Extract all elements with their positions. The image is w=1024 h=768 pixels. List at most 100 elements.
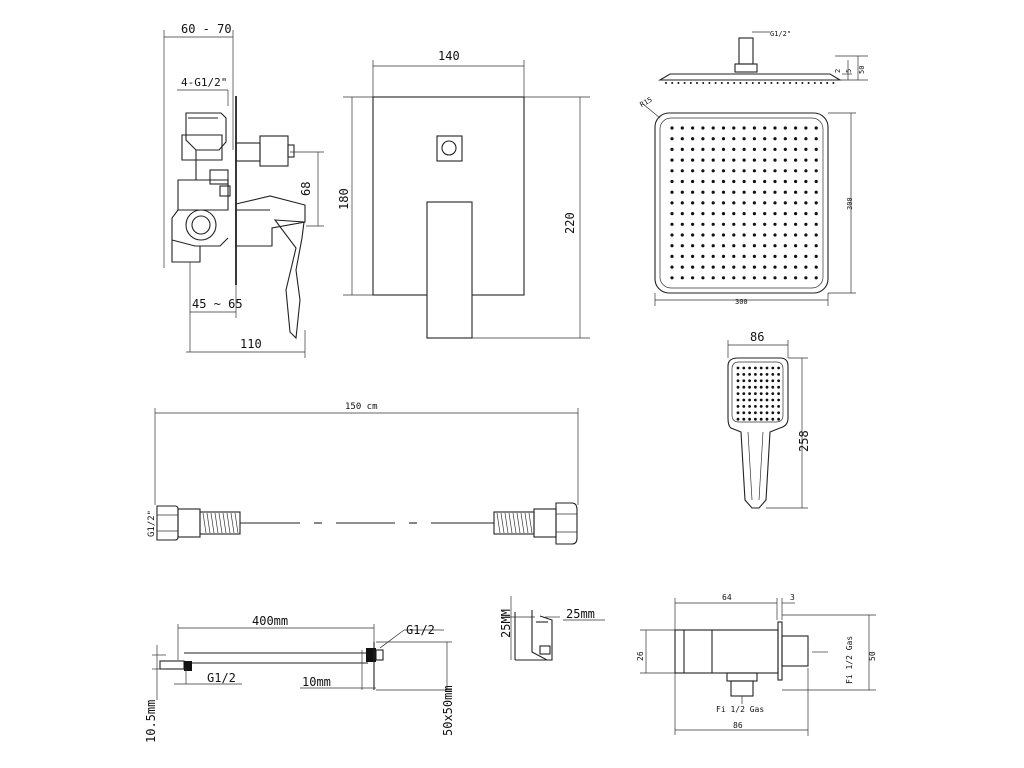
nozzle-dot: [691, 126, 695, 130]
nozzle-dot: [670, 179, 674, 184]
nozzle-dot: [742, 233, 746, 237]
nozzle-dot: [691, 158, 695, 162]
nozzle-dot: [711, 137, 715, 141]
nozzle-dot: [670, 254, 674, 258]
nozzle-dot: [752, 126, 757, 130]
nozzle-dot: [680, 212, 684, 216]
nozzle-dot: [763, 169, 767, 173]
elbow-gap-label: 3: [790, 593, 795, 602]
nozzle-dot: [754, 392, 757, 395]
nozzle-dot: [677, 82, 680, 84]
nozzle-dot: [701, 158, 705, 162]
nozzle-dot: [671, 82, 674, 84]
arm-rose-size-label: 50x50mm: [441, 685, 455, 736]
nozzle-dot: [763, 147, 767, 151]
nozzle-dot: [701, 222, 705, 226]
nozzle-dot: [708, 82, 711, 84]
mixer-front-view: 140 180 220: [337, 49, 590, 339]
nozzle-dot: [754, 385, 757, 389]
nozzle-dot: [691, 169, 695, 173]
nozzle-dot: [748, 398, 751, 402]
nozzle-dot: [742, 244, 746, 248]
nozzle-dot: [771, 417, 775, 421]
nozzle-dot: [721, 126, 726, 130]
nozzle-dot: [711, 190, 715, 194]
nozzle-dot: [736, 417, 740, 421]
nozzle-dot: [752, 222, 757, 226]
nozzle-dot: [777, 385, 780, 389]
nozzle-dot: [732, 212, 736, 216]
nozzle-dot: [711, 126, 715, 130]
shower-arm: 400mm G1/2 G1/2 10mm 10.5mm 50x50mm: [144, 614, 455, 743]
nozzle-dot: [691, 147, 695, 151]
hand-width-label: 86: [750, 330, 764, 344]
nozzle-dot: [771, 379, 775, 383]
nozzle-dot: [814, 137, 818, 141]
nozzle-dot: [742, 169, 746, 173]
nozzle-dot: [736, 385, 740, 389]
nozzle-dot: [752, 276, 757, 280]
nozzle-dot: [721, 254, 726, 258]
nozzle-dot: [680, 190, 684, 194]
nozzle-dot: [721, 233, 726, 237]
nozzle-dot: [721, 137, 726, 141]
nozzle-dot: [732, 179, 736, 184]
arm-thread-right-label: G1/2: [406, 623, 435, 637]
nozzle-dot: [773, 179, 777, 184]
nozzle-dot: [804, 137, 808, 141]
nozzle-dot: [801, 82, 804, 84]
nozzle-dot: [759, 417, 763, 421]
nozzle-dot: [783, 222, 787, 226]
nozzle-dot: [680, 179, 684, 184]
nozzle-dot: [752, 233, 757, 237]
nozzle-dot: [691, 190, 695, 194]
nozzle-dot: [752, 179, 757, 184]
nozzle-dot: [742, 366, 746, 370]
nozzle-dot: [759, 392, 763, 395]
nozzle-dot: [680, 158, 684, 162]
nozzle-dot: [789, 82, 791, 84]
elbow-bottom-thread-label: Fi 1/2 Gas: [716, 705, 764, 714]
nozzle-dot: [696, 82, 698, 84]
nozzle-dot: [701, 254, 705, 258]
nozzle-dot: [670, 190, 674, 194]
nozzle-dot: [783, 254, 787, 258]
hose-rib: [230, 512, 235, 534]
nozzle-dot: [783, 201, 787, 205]
rain-d2-label: 5: [845, 69, 853, 73]
nozzle-dot: [721, 158, 726, 162]
nozzle-dot: [742, 373, 746, 376]
nozzle-dot: [701, 265, 705, 269]
nozzle-dot: [670, 265, 674, 269]
elbow-body-size-label: 26: [636, 651, 645, 661]
nozzle-dot: [814, 190, 818, 194]
nozzle-dot: [670, 244, 674, 248]
nozzle-dot: [804, 190, 808, 194]
nozzle-dot: [813, 82, 816, 84]
hose-rib: [234, 512, 239, 534]
nozzle-dot: [807, 82, 810, 84]
nozzle-dot: [732, 265, 736, 269]
nozzle-dot: [763, 233, 767, 237]
nozzle-dot: [742, 405, 746, 408]
nozzle-dot: [773, 190, 777, 194]
nozzle-dot: [721, 212, 726, 216]
nozzle-dot: [763, 158, 767, 162]
nozzle-dot: [721, 147, 726, 151]
nozzle-dot: [804, 212, 808, 216]
nozzle-dot: [742, 212, 746, 216]
nozzle-dot: [765, 405, 769, 408]
nozzle-dot: [794, 212, 798, 216]
rain-d3-label: 50: [858, 66, 866, 74]
nozzle-dot: [777, 366, 780, 370]
nozzle-dot: [759, 385, 763, 389]
nozzle-dot: [742, 398, 746, 402]
nozzle-dot: [701, 190, 705, 194]
hose-rib: [202, 512, 207, 534]
nozzle-dot: [751, 82, 754, 84]
nozzle-dot: [711, 179, 715, 184]
nozzle-dot: [814, 244, 818, 248]
hose-rib: [218, 512, 223, 534]
nozzle-dot: [782, 82, 785, 84]
nozzle-dot: [691, 212, 695, 216]
